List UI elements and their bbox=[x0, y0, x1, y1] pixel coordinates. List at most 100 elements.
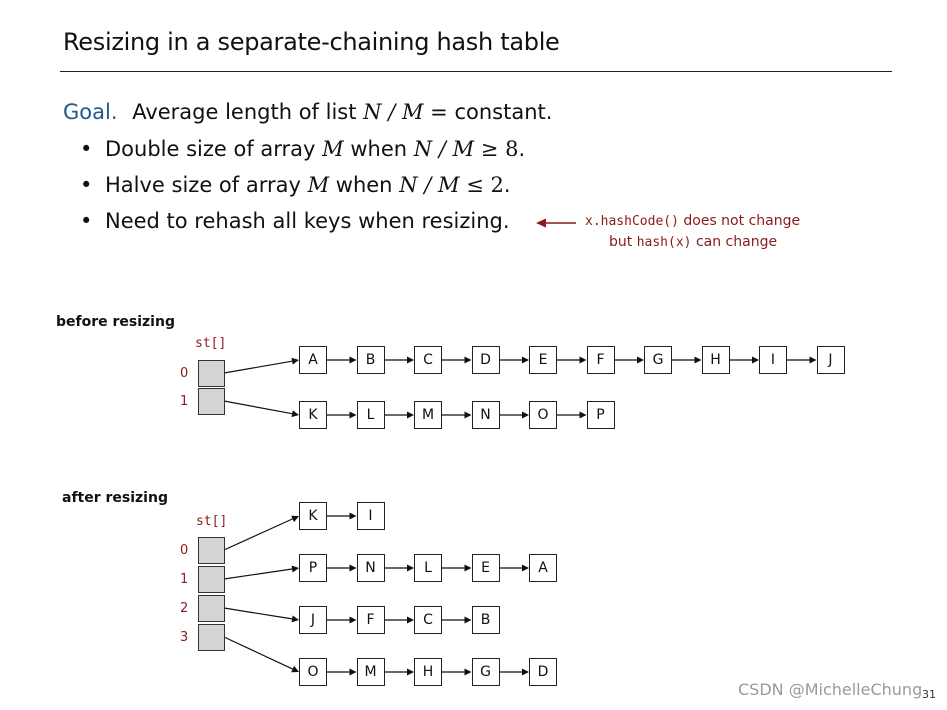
after-node: N bbox=[356, 554, 385, 582]
after-link bbox=[442, 616, 472, 624]
note-arrowhead bbox=[536, 218, 546, 228]
title-rule bbox=[60, 71, 892, 72]
before-link bbox=[557, 411, 587, 419]
goal-ratio: N / M bbox=[363, 100, 424, 124]
bullet-ratio: N / M bbox=[399, 173, 460, 197]
after-node: K bbox=[299, 502, 327, 530]
bullet-dot: • bbox=[80, 209, 93, 233]
before-label: before resizing bbox=[56, 314, 175, 330]
bullet-ratio: N / M bbox=[413, 137, 475, 161]
after-pointer-2 bbox=[223, 607, 299, 623]
after-array-cell-2 bbox=[198, 595, 225, 622]
after-node: G bbox=[471, 658, 500, 686]
before-node: F bbox=[586, 346, 615, 374]
bullet-text: when bbox=[335, 173, 393, 197]
before-node: I bbox=[759, 346, 787, 374]
before-pointer-1 bbox=[223, 400, 299, 418]
before-link bbox=[672, 356, 702, 364]
before-link bbox=[442, 356, 472, 364]
before-index-label: 0 bbox=[180, 366, 189, 381]
after-node: M bbox=[356, 658, 385, 686]
before-node: D bbox=[471, 346, 500, 374]
bullet-var: M bbox=[307, 173, 330, 197]
after-array-cell-0 bbox=[198, 537, 225, 564]
bullet-dot: • bbox=[80, 137, 93, 161]
after-link bbox=[327, 564, 357, 572]
bullet-text: when bbox=[350, 137, 408, 161]
bullet-value: 8 bbox=[505, 137, 519, 161]
note-code: hash(x) bbox=[636, 235, 692, 250]
after-node: B bbox=[471, 606, 500, 634]
before-link bbox=[729, 356, 759, 364]
after-pointer-1 bbox=[223, 565, 299, 580]
before-link bbox=[384, 411, 414, 419]
before-link bbox=[787, 356, 817, 364]
after-array-cell-3 bbox=[198, 624, 225, 651]
bullet-dot: • bbox=[80, 173, 93, 197]
bullet-halve: •Halve size of array M when N / M ≤ 2. bbox=[80, 173, 511, 197]
note-code: x.hashCode() bbox=[585, 214, 679, 229]
before-link bbox=[499, 356, 529, 364]
after-pointer-0 bbox=[223, 515, 299, 551]
note-text: does not change bbox=[683, 213, 801, 229]
after-node: L bbox=[414, 554, 442, 582]
after-link bbox=[442, 564, 472, 572]
bullet-text: Double size of array bbox=[105, 137, 316, 161]
before-pointer-0 bbox=[223, 357, 299, 374]
before-link bbox=[327, 356, 357, 364]
after-node: F bbox=[356, 606, 385, 634]
after-link bbox=[327, 512, 357, 520]
after-index-label: 2 bbox=[180, 601, 189, 616]
after-link bbox=[327, 616, 357, 624]
bullet-double: • Double size of array M when N / M ≥ 8. bbox=[80, 137, 525, 161]
before-array-label: st[] bbox=[195, 336, 227, 351]
after-node: E bbox=[471, 554, 500, 582]
slide-title: Resizing in a separate-chaining hash tab… bbox=[63, 28, 560, 56]
before-array-cell-1 bbox=[198, 388, 225, 415]
before-node: J bbox=[816, 346, 845, 374]
after-node: P bbox=[299, 554, 327, 582]
note-text: but bbox=[609, 234, 633, 250]
bullet-text: Need to rehash all keys when resizing. bbox=[105, 209, 510, 233]
before-index-label: 1 bbox=[180, 394, 189, 409]
note-text: can change bbox=[695, 234, 778, 250]
after-array-cell-1 bbox=[198, 566, 225, 593]
goal-line: Goal. Average length of list N / M = con… bbox=[63, 100, 552, 124]
after-node: C bbox=[414, 606, 442, 634]
before-array-cell-0 bbox=[198, 360, 225, 387]
goal-text-end: = constant. bbox=[430, 100, 553, 124]
before-link bbox=[442, 411, 472, 419]
before-node: G bbox=[644, 346, 672, 374]
before-node: O bbox=[529, 401, 557, 429]
after-pointer-3 bbox=[223, 636, 299, 673]
bullet-end: . bbox=[518, 137, 526, 161]
bullet-var: M bbox=[322, 137, 344, 161]
goal-text: Average length of list bbox=[132, 100, 357, 124]
before-node: L bbox=[356, 401, 385, 429]
after-link bbox=[327, 668, 357, 676]
goal-keyword: Goal. bbox=[63, 100, 118, 124]
after-label: after resizing bbox=[62, 490, 168, 506]
bullet-value: 2 bbox=[490, 173, 504, 197]
after-node: H bbox=[414, 658, 442, 686]
before-link bbox=[499, 411, 529, 419]
after-index-label: 1 bbox=[180, 572, 189, 587]
before-node: M bbox=[414, 401, 442, 429]
after-node: I bbox=[356, 502, 385, 530]
bullet-relation: ≥ bbox=[480, 137, 499, 161]
before-link bbox=[384, 356, 414, 364]
bullet-relation: ≤ bbox=[466, 173, 484, 197]
after-link bbox=[384, 668, 414, 676]
before-node: H bbox=[701, 346, 730, 374]
page-number: 31 bbox=[922, 688, 936, 701]
after-array-label: st[] bbox=[196, 514, 228, 529]
bullet-rehash: • Need to rehash all keys when resizing. bbox=[80, 209, 510, 233]
after-node: A bbox=[529, 554, 557, 582]
after-index-label: 3 bbox=[180, 630, 189, 645]
after-index-label: 0 bbox=[180, 543, 189, 558]
note-line-1: x.hashCode() does not change bbox=[585, 213, 800, 229]
before-node: K bbox=[299, 401, 327, 429]
before-node: C bbox=[414, 346, 442, 374]
